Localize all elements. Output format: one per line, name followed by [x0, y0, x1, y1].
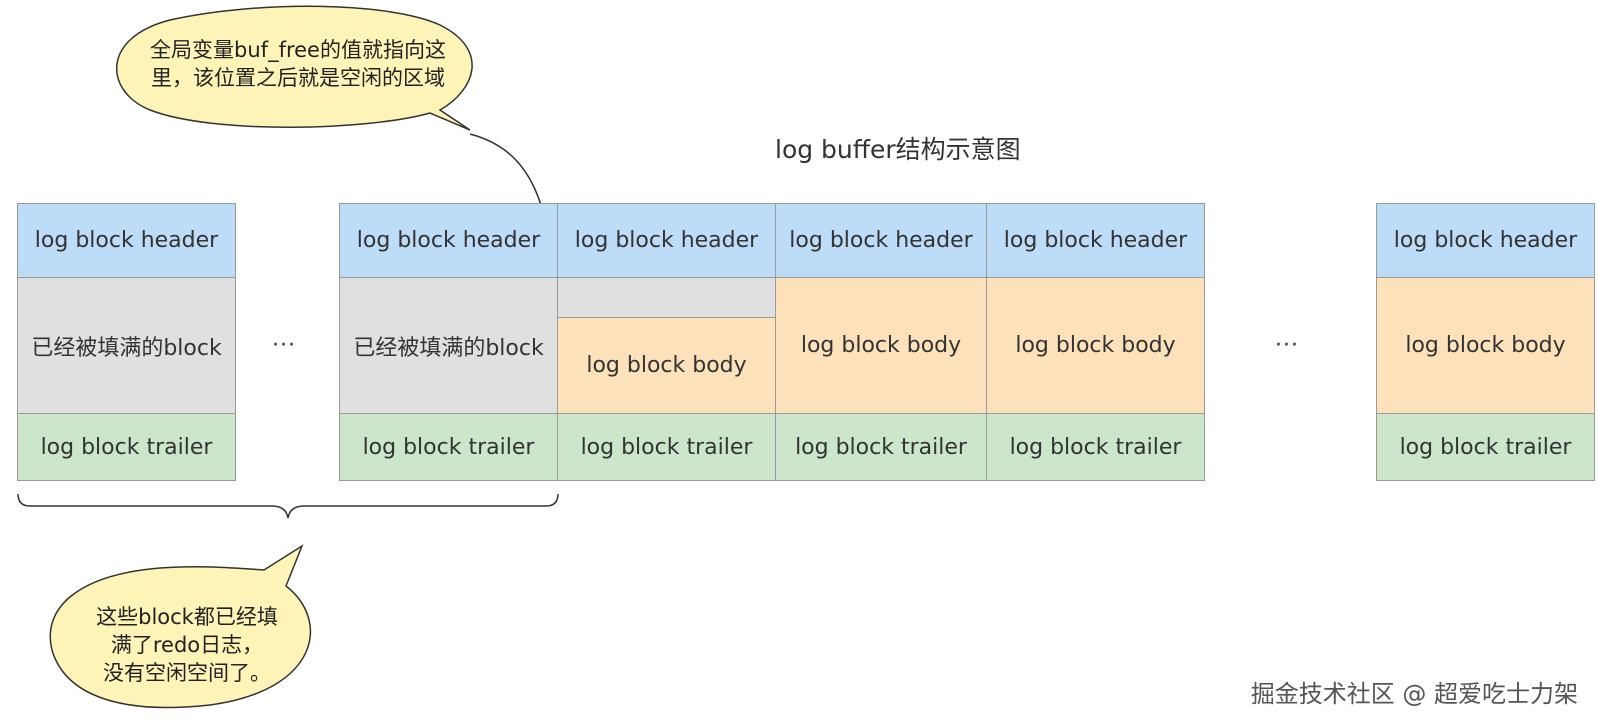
- bottom-callout-line2: 满了redo日志，: [110, 633, 264, 657]
- block1-filled: 已经被填满的block: [17, 277, 236, 414]
- block5-trailer: log block trailer: [986, 413, 1205, 481]
- block5-header: log block header: [986, 203, 1205, 278]
- bottom-callout-text: 这些block都已经填 满了redo日志， 没有空闲空间了。: [62, 603, 312, 687]
- block5-body: log block body: [986, 277, 1205, 414]
- block4-trailer: log block trailer: [775, 413, 987, 481]
- block3-header: log block header: [557, 203, 776, 278]
- block6-trailer: log block trailer: [1376, 413, 1595, 481]
- block3-used-portion: [557, 277, 776, 318]
- block6-header: log block header: [1376, 203, 1595, 278]
- block2-trailer: log block trailer: [339, 413, 558, 481]
- block3-body: log block body: [557, 317, 776, 414]
- block1-trailer: log block trailer: [17, 413, 236, 481]
- ellipsis-left: ···: [272, 333, 296, 358]
- block3-trailer: log block trailer: [557, 413, 776, 481]
- block2-header: log block header: [339, 203, 558, 278]
- block4-body: log block body: [775, 277, 987, 414]
- top-callout-line2: 里，该位置之后就是空闲的区域: [151, 66, 445, 90]
- top-callout-bubble: [116, 5, 473, 131]
- bottom-callout-bubble: [49, 544, 312, 709]
- watermark: 掘金技术社区 @ 超爱吃士力架: [1250, 680, 1578, 708]
- diagram-title: log buffer结构示意图: [775, 135, 1021, 164]
- filled-blocks-brace: [17, 493, 559, 519]
- top-callout-text: 全局变量buf_free的值就指向这 里，该位置之后就是空闲的区域: [128, 36, 468, 92]
- bottom-callout-line3: 没有空闲空间了。: [103, 661, 271, 685]
- ellipsis-right: ···: [1275, 333, 1299, 358]
- top-callout-line1: 全局变量buf_free的值就指向这: [150, 38, 446, 62]
- block4-header: log block header: [775, 203, 987, 278]
- block6-body: log block body: [1376, 277, 1595, 414]
- block1-header: log block header: [17, 203, 236, 278]
- block2-filled: 已经被填满的block: [339, 277, 558, 414]
- bottom-callout-line1: 这些block都已经填: [96, 605, 278, 629]
